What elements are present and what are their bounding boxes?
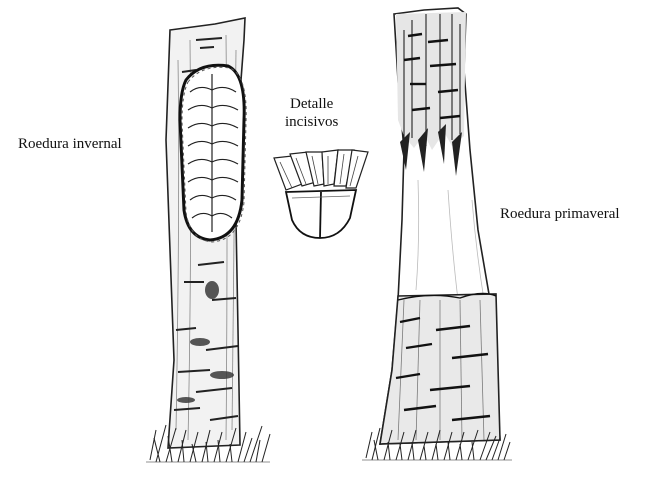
spring-gnawing-label: Roedura primaveral [500, 205, 620, 223]
incisor-detail-label-line2: incisivos [285, 113, 338, 131]
winter-gnawing-label: Roedura invernal [18, 135, 122, 153]
winter-gnaw-scar [180, 65, 246, 242]
incisor-detail [274, 150, 368, 238]
incisor-detail-label: Detalle incisivos [285, 95, 338, 131]
spring-trunk [380, 8, 500, 444]
incisor-detail-label-line1: Detalle [285, 95, 338, 113]
